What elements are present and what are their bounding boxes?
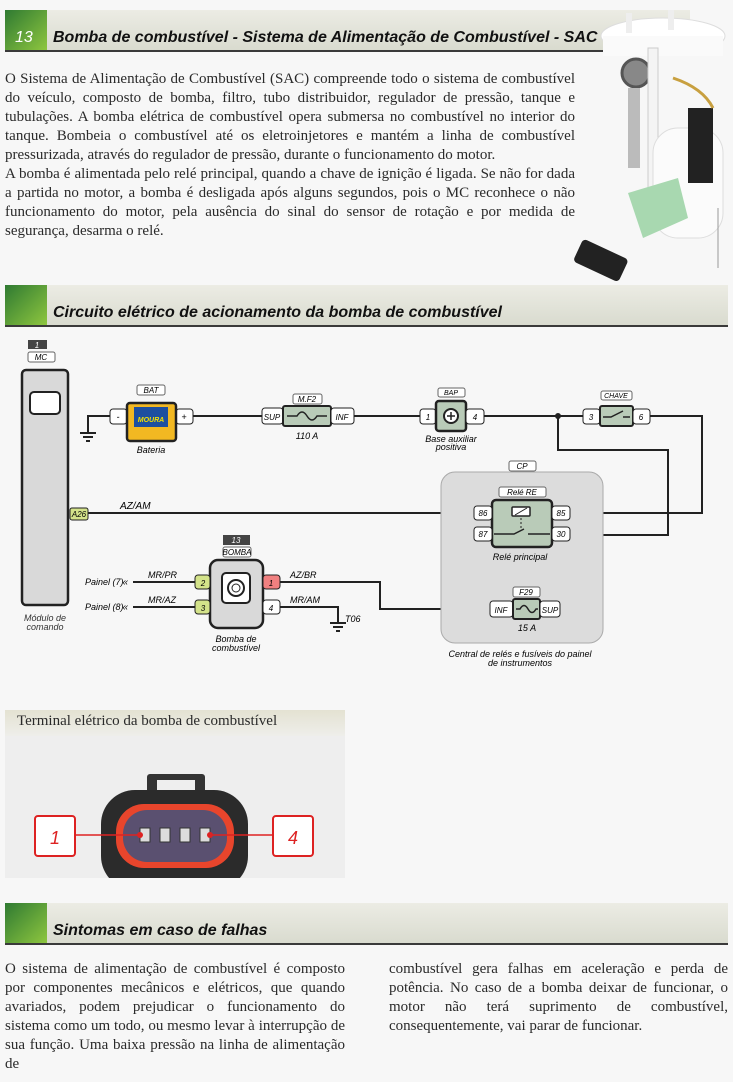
section-number-badge xyxy=(5,10,47,50)
terminal-title: Terminal elétrico da bomba de combustíve… xyxy=(5,710,345,736)
pin-label: INF xyxy=(495,606,509,615)
intro-paragraph-2: A bomba é alimentada pelo relé principal… xyxy=(5,166,575,239)
main-relay xyxy=(490,498,554,549)
pump-label: BOMBA xyxy=(223,548,252,557)
pin-label: 85 xyxy=(557,509,566,518)
relay-label: Relé RE xyxy=(507,488,537,497)
wire-label: AZ/BR xyxy=(289,570,317,580)
mc-name: Módulo de xyxy=(24,613,66,623)
pin-label: - xyxy=(117,412,120,422)
bap-name: positiva xyxy=(435,442,467,452)
symptoms-right-column: combustível gera falhas em aceleração e … xyxy=(389,961,728,1034)
mc-tag-number: 1 xyxy=(35,341,39,350)
section-header-fuel-pump: 13 Bomba de combustível - Sistema de Ali… xyxy=(5,10,690,52)
section-badge xyxy=(5,285,47,325)
pin-label: 6 xyxy=(639,413,644,422)
section-title: Bomba de combustível - Sistema de Alimen… xyxy=(53,29,598,46)
pin-label: 86 xyxy=(479,509,488,518)
wire-label: AZ/AM xyxy=(119,501,151,512)
connector-arrow-icon: « xyxy=(122,577,128,588)
section-badge xyxy=(5,903,47,943)
section-title: Sintomas em caso de falhas xyxy=(53,922,268,939)
mc-name: comando xyxy=(26,622,63,632)
symptoms-left-column: O sistema de alimentação de combustível … xyxy=(5,961,345,1072)
cp-name: Central de relés e fusíveis do painel xyxy=(448,649,592,659)
pin-label: INF xyxy=(336,413,350,422)
intro-paragraph-1: O Sistema de Alimentação de Combustível … xyxy=(5,71,575,163)
mc-label: MC xyxy=(35,353,48,362)
wire-label: MR/AM xyxy=(290,595,321,605)
control-module xyxy=(20,368,70,607)
pin-label: 87 xyxy=(479,530,488,539)
pump-icon xyxy=(221,572,251,604)
connector-arrow-icon: « xyxy=(122,602,128,613)
pin-4-label: 4 xyxy=(288,828,298,848)
pin-label: 1 xyxy=(269,579,273,588)
pin-4-callout xyxy=(272,815,314,857)
ignition-switch-icon xyxy=(599,405,634,427)
mc-pin-a26 xyxy=(69,507,89,521)
bap-label: BAP xyxy=(444,390,458,397)
mc-label-box xyxy=(27,351,56,363)
section-header-circuit: Circuito elétrico de acionamento da bomb… xyxy=(5,285,728,327)
ground-ref: T06 xyxy=(345,614,361,624)
relay-name: Relé principal xyxy=(493,552,549,562)
chip-icon xyxy=(29,391,61,415)
wires xyxy=(87,415,703,622)
wire-junction-30 xyxy=(557,416,669,536)
terminal-figure: Terminal elétrico da bomba de combustíve… xyxy=(5,710,345,878)
section-header-symptoms: Sintomas em caso de falhas xyxy=(5,903,728,945)
pin-label: 1 xyxy=(426,413,430,422)
ground-icon xyxy=(80,432,96,442)
pin-label: 3 xyxy=(589,413,594,422)
pin-label: 30 xyxy=(557,530,566,539)
battery-name: Bateria xyxy=(137,445,166,455)
ground-icon xyxy=(330,622,346,632)
bap-name: Base auxiliar xyxy=(425,434,478,444)
battery-brand: MOURA xyxy=(138,417,164,424)
pin-label: 4 xyxy=(473,413,478,422)
pin-label: 4 xyxy=(269,604,274,613)
pin-label: 2 xyxy=(200,579,206,588)
panel-ref: Painel (7) xyxy=(85,577,124,587)
wire-ground-battery xyxy=(87,415,110,432)
wire-switch-85 xyxy=(570,415,703,514)
fuel-pump-photo xyxy=(574,10,726,282)
fuse-rating: 15 A xyxy=(518,623,536,633)
wire-label: MR/AZ xyxy=(148,595,177,605)
cp-name: de instrumentos xyxy=(488,658,553,668)
pump-name: Bomba de xyxy=(215,634,256,644)
pin-label: A26 xyxy=(71,510,87,519)
pump-name: combustível xyxy=(212,643,261,653)
pin-1-callout xyxy=(34,815,76,857)
cp-label: CP xyxy=(516,462,528,471)
wire-az-br xyxy=(280,581,490,610)
mc-tag xyxy=(28,340,47,349)
wire-mr-am xyxy=(280,606,339,622)
circuit-diagram: 1 MC A26 Módulo de comando AZ/AM BAT - +… xyxy=(20,340,703,668)
connector-illustration: 1 4 xyxy=(34,774,314,878)
wire-label: MR/PR xyxy=(148,570,178,580)
pin-label: SUP xyxy=(264,413,281,422)
pin-label: 3 xyxy=(201,604,206,613)
section-title: Circuito elétrico de acionamento da bomb… xyxy=(53,304,502,321)
battery-label: BAT xyxy=(144,386,160,395)
section-number: 13 xyxy=(15,29,33,46)
fuse-label: F29 xyxy=(519,588,533,597)
fuse-label: M.F2 xyxy=(298,395,317,404)
switch-label: CHAVE xyxy=(604,393,628,400)
pin-1-label: 1 xyxy=(50,828,60,848)
pin-label: + xyxy=(181,412,186,422)
intro-text: O Sistema de Alimentação de Combustível … xyxy=(5,70,575,241)
junction-dot xyxy=(555,413,561,419)
pump-tag: 13 xyxy=(232,536,241,545)
fuse-rating: 110 A xyxy=(296,431,319,441)
pin-label: SUP xyxy=(542,606,559,615)
panel-ref: Painel (8) xyxy=(85,602,124,612)
